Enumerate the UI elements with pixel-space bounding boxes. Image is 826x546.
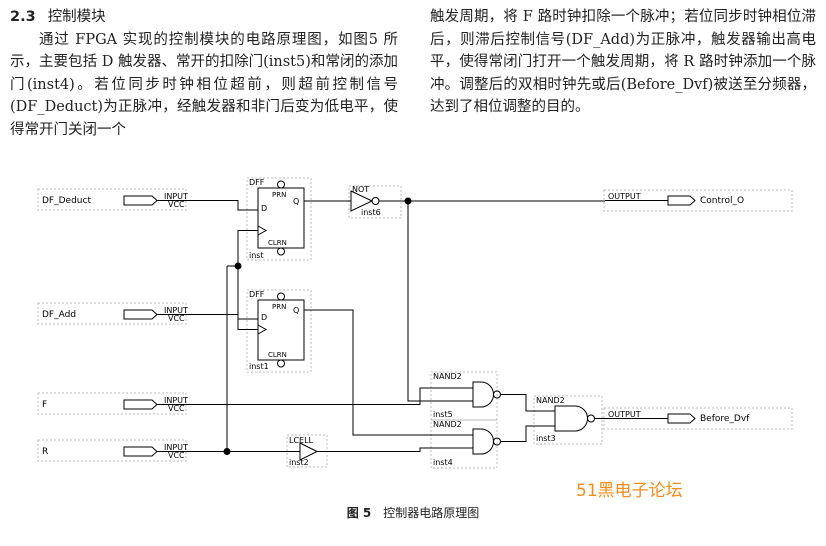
paragraph-left: 通过 FPGA 实现的控制模块的电路原理图，如图5 所示，主要包括 D 触发器、… <box>10 31 398 138</box>
watermark: 51黑电子论坛 <box>576 481 683 501</box>
not-type: NOT <box>352 185 369 194</box>
input-vcc-r: VCC <box>168 451 185 460</box>
circuit-schematic: DF_Deduct INPUT VCC DF_Add INPUT VCC F I… <box>37 177 793 469</box>
nand-gate-inst4 <box>430 419 501 469</box>
output-pin-before-dvf <box>603 407 793 430</box>
input-pin-f <box>37 392 187 415</box>
figure-number: 图 5 <box>346 506 372 520</box>
output-type-before-dvf: OUTPUT <box>608 410 641 419</box>
input-pin-df-deduct <box>37 188 187 211</box>
input-label-df-deduct: DF_Deduct <box>42 196 91 206</box>
lcell-inst: inst2 <box>289 458 309 467</box>
dff2-d: D <box>261 313 267 322</box>
dff1-clrn: CLRN <box>268 239 287 247</box>
dff2-clrn: CLRN <box>268 351 287 359</box>
output-type-control-o: OUTPUT <box>608 192 641 201</box>
text-column-left: 2.3 控制模块 通过 FPGA 实现的控制模块的电路原理图，如图5 所示，主要包… <box>10 6 398 141</box>
lcell-type: LCELL <box>289 436 314 445</box>
nand-c-type: NAND2 <box>536 396 565 405</box>
nand-b-inst: inst4 <box>433 458 453 467</box>
input-type-df-add: INPUT <box>164 306 188 315</box>
dff1-prn: PRN <box>272 191 286 199</box>
dff1-inst: inst <box>249 251 264 260</box>
input-vcc-df-add: VCC <box>168 314 185 323</box>
nand-a-inst: inst5 <box>433 410 453 419</box>
text-column-right: 触发周期，将 F 路时钟扣除一个脉冲；若位同步时钟相位滞后，则滞后控制信号(DF… <box>430 6 816 119</box>
section-title: 控制模块 <box>47 9 106 25</box>
junctions <box>223 197 412 455</box>
dff1-q: Q <box>293 197 299 206</box>
dff2-prn: PRN <box>272 303 286 311</box>
output-pin-control-o <box>603 189 793 212</box>
output-label-control-o: Control_O <box>700 196 744 206</box>
input-type-df-deduct: INPUT <box>164 192 188 201</box>
input-label-df-add: DF_Add <box>42 310 76 320</box>
not-inst: inst6 <box>361 208 381 217</box>
dff2-q: Q <box>293 306 299 315</box>
figure-caption: 图 5 控制器电路原理图 <box>0 504 826 521</box>
input-type-f: INPUT <box>164 396 188 405</box>
section-number: 2.3 <box>10 9 36 25</box>
section-heading: 2.3 控制模块 <box>10 6 398 29</box>
output-label-before-dvf: Before_Dvf <box>700 414 750 424</box>
wires <box>186 200 605 452</box>
input-label-r: R <box>42 447 48 457</box>
paragraph-right: 触发周期，将 F 路时钟扣除一个脉冲；若位同步时钟相位滞后，则滞后控制信号(DF… <box>430 9 816 115</box>
input-label-f: F <box>42 400 47 410</box>
nand-c-inst: inst3 <box>536 434 556 443</box>
input-type-r: INPUT <box>164 443 188 452</box>
figure-caption-text: 控制器电路原理图 <box>383 506 480 520</box>
dff2-inst: inst1 <box>249 362 269 371</box>
nand-gate-inst3 <box>533 395 603 445</box>
dff-inst <box>246 177 312 261</box>
nand-b-type: NAND2 <box>433 420 462 429</box>
nand-a-type: NAND2 <box>433 372 462 381</box>
dff1-d: D <box>261 204 267 213</box>
dff1-type: DFF <box>249 178 265 187</box>
input-vcc-f: VCC <box>168 404 185 413</box>
input-pin-df-add <box>37 302 187 325</box>
nand-gate-inst5 <box>430 371 501 421</box>
input-vcc-df-deduct: VCC <box>168 200 185 209</box>
input-pin-r <box>37 439 187 462</box>
dff2-type: DFF <box>249 290 265 299</box>
